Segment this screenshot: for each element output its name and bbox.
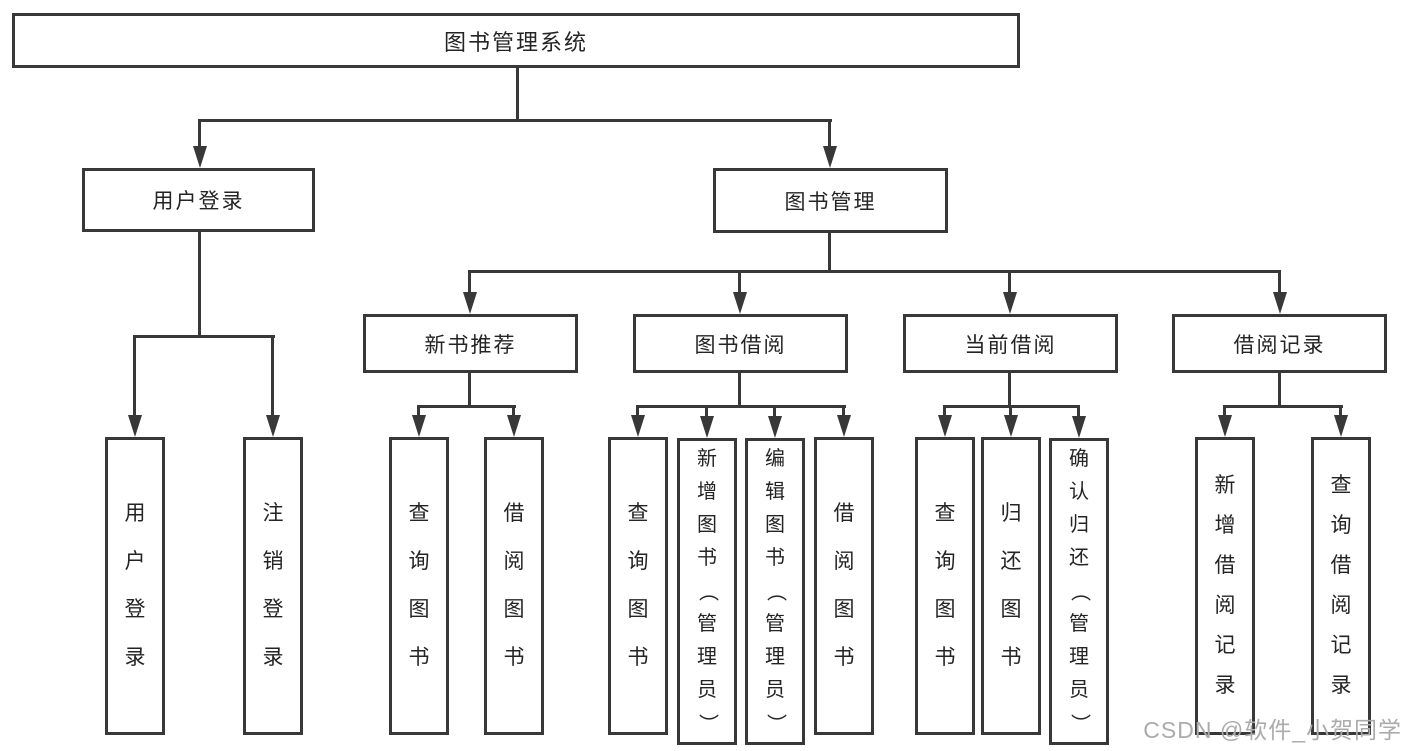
arrowhead-cb-query [938, 415, 952, 437]
arrowhead-nb-borrow [507, 415, 521, 437]
leaf-br-query-record-label: 查询借阅记录 [1330, 474, 1352, 697]
leaf-bb-add-books-admin: 新增图书（管理员） [677, 438, 737, 745]
connector-drop-borrow-records [1278, 270, 1281, 293]
arrowhead-leaf-login [128, 415, 142, 437]
leaf-cb-query-books: 查询图书 [915, 437, 975, 735]
arrowhead-book-mgmt [823, 146, 837, 168]
node-book-mgmt-label: 图书管理 [784, 190, 877, 214]
arrowhead-new-book [463, 292, 477, 314]
arrowhead-nb-query [412, 415, 426, 437]
connector-drop-cb-return [1009, 405, 1012, 417]
node-root-library-system: 图书管理系统 [12, 13, 1020, 68]
connector-drop-leaf-login [133, 335, 136, 416]
leaf-nb-query-books-label: 查询图书 [408, 502, 430, 669]
connector-book-mgmt-stem [828, 233, 831, 270]
arrowhead-bb-edit [768, 416, 782, 438]
connector-drop-bb-query [636, 405, 639, 417]
connector-drop-book-borrow [738, 270, 741, 293]
node-current-borrow: 当前借阅 [903, 314, 1118, 373]
connector-current-borrow-stem [1008, 373, 1011, 405]
leaf-user-login: 用户登录 [105, 437, 165, 735]
connector-drop-user-login [198, 119, 201, 148]
leaf-bb-query-books-label: 查询图书 [627, 502, 649, 669]
leaf-cb-return-books: 归还图书 [981, 437, 1041, 735]
node-book-borrow: 图书借阅 [633, 314, 848, 373]
arrowhead-bb-add [700, 416, 714, 438]
connector-level3-bar [468, 270, 1281, 273]
connector-new-book-bar [417, 405, 516, 408]
connector-drop-nb-query [417, 405, 420, 417]
arrowhead-br-query [1334, 415, 1348, 437]
leaf-user-login-label: 用户登录 [124, 502, 146, 669]
leaf-nb-borrow-books-label: 借阅图书 [503, 502, 525, 669]
connector-drop-leaf-logout [271, 335, 274, 416]
arrowhead-book-borrow [733, 292, 747, 314]
connector-drop-br-add [1223, 405, 1226, 417]
connector-drop-current-borrow [1008, 270, 1011, 293]
leaf-br-add-record: 新增借阅记录 [1195, 437, 1255, 735]
connector-drop-cb-query [943, 405, 946, 417]
arrowhead-cb-return [1004, 415, 1018, 437]
arrowhead-cb-confirm [1072, 416, 1086, 438]
connector-book-borrow-bar [636, 405, 846, 408]
leaf-bb-edit-books-admin-label: 编辑图书（管理员） [764, 448, 787, 734]
connector-borrow-records-bar [1223, 405, 1343, 408]
arrowhead-bb-query [631, 415, 645, 437]
connector-user-login-stem [198, 232, 201, 335]
arrowhead-current-borrow [1003, 292, 1017, 314]
connector-borrow-records-stem [1278, 373, 1281, 405]
connector-drop-cb-confirm [1077, 405, 1080, 417]
node-user-login-label: 用户登录 [152, 190, 245, 213]
node-book-mgmt: 图书管理 [713, 168, 948, 233]
node-new-book-label: 新书推荐 [424, 333, 517, 357]
leaf-cb-confirm-return-admin: 确认归还（管理员） [1049, 438, 1109, 745]
connector-drop-new-book [468, 270, 471, 293]
leaf-cb-return-books-label: 归还图书 [1000, 502, 1022, 669]
connector-drop-bb-borrow [842, 405, 845, 417]
node-current-borrow-label: 当前借阅 [964, 333, 1057, 357]
leaf-bb-borrow-books-label: 借阅图书 [833, 502, 855, 669]
connector-drop-book-mgmt [828, 119, 831, 148]
connector-drop-bb-add [705, 405, 708, 417]
node-new-book-recommend: 新书推荐 [363, 314, 578, 373]
node-user-login: 用户登录 [82, 168, 315, 232]
arrowhead-borrow-records [1273, 292, 1287, 314]
arrowhead-br-add [1218, 415, 1232, 437]
connector-drop-nb-borrow [512, 405, 515, 417]
connector-drop-br-query [1339, 405, 1342, 417]
connector-level2-bar [198, 119, 832, 122]
node-borrow-records-label: 借阅记录 [1233, 333, 1326, 357]
connector-book-borrow-stem [738, 373, 741, 405]
leaf-bb-borrow-books: 借阅图书 [814, 437, 874, 735]
leaf-cb-query-books-label: 查询图书 [934, 502, 956, 669]
leaf-bb-add-books-admin-label: 新增图书（管理员） [696, 448, 719, 734]
leaf-logout: 注销登录 [243, 437, 303, 735]
connector-new-book-stem [468, 373, 471, 405]
leaf-cb-confirm-return-admin-label: 确认归还（管理员） [1068, 448, 1091, 734]
leaf-bb-query-books: 查询图书 [608, 437, 668, 735]
leaf-br-add-record-label: 新增借阅记录 [1214, 474, 1236, 697]
node-book-borrow-label: 图书借阅 [694, 333, 787, 357]
arrowhead-leaf-logout [266, 415, 280, 437]
node-root-label: 图书管理系统 [443, 29, 588, 55]
leaf-nb-borrow-books: 借阅图书 [484, 437, 544, 735]
leaf-logout-label: 注销登录 [262, 502, 284, 669]
node-borrow-records: 借阅记录 [1172, 314, 1387, 373]
arrowhead-user-login [193, 146, 207, 168]
leaf-bb-edit-books-admin: 编辑图书（管理员） [745, 438, 805, 745]
csdn-watermark: CSDN @软件_小贺同学 [1143, 717, 1402, 743]
leaf-br-query-record: 查询借阅记录 [1311, 437, 1371, 735]
connector-drop-bb-edit [773, 405, 776, 417]
leaf-nb-query-books: 查询图书 [389, 437, 449, 735]
connector-root-stem [516, 68, 519, 119]
arrowhead-bb-borrow [837, 415, 851, 437]
connector-user-login-bar [133, 335, 275, 338]
